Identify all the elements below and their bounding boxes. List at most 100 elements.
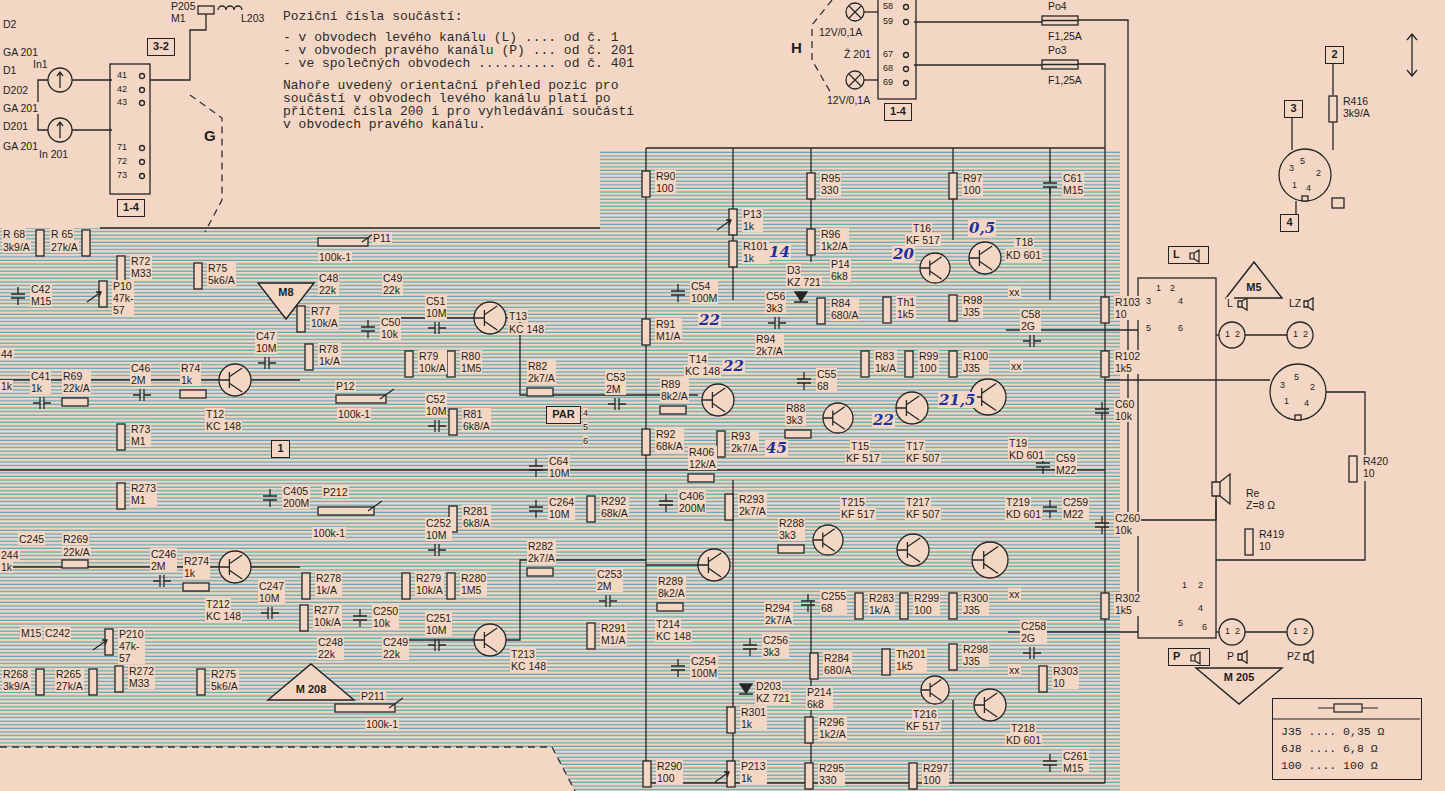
- capacitor-symbol: [1043, 176, 1057, 194]
- transistor-leads: [823, 407, 845, 430]
- resistor-symbol: [905, 351, 913, 377]
- part-label: D201: [2, 120, 29, 132]
- resistor-symbol: [62, 560, 88, 568]
- resistor-symbol: [909, 763, 917, 789]
- part-label: C49 22k: [382, 272, 403, 296]
- resistor-symbol: [807, 229, 815, 255]
- part-label: Th201 1k5: [895, 648, 927, 672]
- transistor-leads: [969, 246, 992, 270]
- pin-number: 68: [883, 63, 893, 73]
- capacitor-symbol: [1043, 754, 1057, 772]
- resistor-symbol: [805, 717, 813, 743]
- transistor-symbol: [897, 534, 929, 566]
- part-label: C246 2M: [150, 548, 177, 572]
- part-label: 244: [0, 549, 20, 561]
- part-label: C55 68: [816, 368, 837, 392]
- resistor-symbol: [1349, 456, 1357, 482]
- marker-triangle: M5: [1226, 262, 1282, 298]
- transistor-symbol: [974, 689, 1006, 721]
- part-label: T16: [912, 222, 932, 234]
- part-label: 100k-1: [337, 408, 371, 420]
- part-label: R79 10k/A: [418, 350, 447, 374]
- pin-number: 3: [1289, 163, 1294, 173]
- part-label: T219: [1005, 496, 1031, 508]
- meter-socket-symbol: [1332, 198, 1344, 208]
- lamp-cross: [849, 74, 861, 86]
- part-label: 44: [0, 348, 14, 360]
- triangle-outline: [268, 664, 354, 700]
- part-label: T15: [850, 440, 870, 452]
- part-label: D3: [786, 264, 801, 276]
- meter-symbol: [48, 68, 72, 92]
- resistor-symbol: [449, 409, 457, 435]
- wire: [1008, 631, 1138, 632]
- capacitor-symbol: [33, 397, 51, 409]
- part-label: R92 68k/A: [655, 428, 684, 452]
- transistor-leads: [813, 529, 835, 552]
- wiring: [0, 0, 1365, 791]
- part-label: C242: [44, 627, 71, 639]
- pin-number: 58: [883, 1, 893, 11]
- part-label: KF 507: [905, 452, 941, 464]
- capacitor-symbol: [743, 638, 757, 656]
- pin-number: 2: [1235, 329, 1240, 339]
- part-label: R292 68k/A: [600, 495, 629, 519]
- part-label: KF 517: [905, 234, 941, 246]
- speaker-symbol: [1212, 474, 1230, 504]
- terminal-box: 1-4: [884, 103, 912, 121]
- transistor-symbol: [823, 403, 853, 433]
- part-label: KZ 721: [755, 692, 791, 704]
- part-label: xx: [1008, 286, 1021, 298]
- part-label: D203: [755, 680, 782, 692]
- resistor-symbol: [949, 295, 957, 321]
- part-label: P10 47k-57: [112, 280, 134, 316]
- node-text: 2: [1331, 48, 1337, 61]
- capacitor-symbol: [11, 287, 25, 305]
- part-label: In 201: [38, 148, 69, 160]
- part-label: Ž 201: [843, 48, 872, 60]
- pin-dot: [904, 81, 909, 86]
- part-label: R300 J35: [962, 592, 989, 616]
- part-label: R284 680/A: [823, 652, 852, 676]
- din-socket-symbol: [1279, 149, 1331, 201]
- part-label: C258 2G: [1020, 620, 1047, 644]
- speaker-mini-symbol: [1190, 250, 1199, 262]
- terminal-box: 1: [271, 440, 290, 458]
- part-label: R94 2k7/A: [755, 333, 784, 357]
- part-label: Th1 1k5: [896, 296, 916, 320]
- part-label: R90 100: [655, 170, 676, 194]
- transistor-leads: [972, 547, 998, 574]
- part-label: R80 1M5: [460, 350, 482, 374]
- dashed-bracket: [190, 95, 222, 232]
- din-socket-symbol: [1270, 364, 1326, 420]
- resistor-symbol: [805, 763, 813, 789]
- capacitor-symbol: [258, 357, 276, 369]
- part-label: C256 3k3: [762, 634, 789, 658]
- pin-number: 3: [1146, 296, 1151, 306]
- pin-number: 59: [883, 16, 893, 26]
- wiper-arrow: [87, 292, 101, 302]
- fuse-symbol: [1042, 60, 1078, 69]
- part-label: R406 12k/A: [688, 446, 717, 470]
- resistor-symbol: [115, 666, 123, 692]
- marker-triangle: M 208: [268, 664, 354, 700]
- node-text: 100 .... 100 Ω: [1281, 757, 1378, 774]
- resistor-symbol: [785, 430, 811, 438]
- part-label: R 68: [2, 228, 26, 240]
- resistor-symbol: [949, 644, 957, 670]
- pin-number: 73: [117, 170, 127, 180]
- speaker-output-box: L: [1168, 246, 1209, 264]
- speaker-icon: [1169, 247, 1210, 265]
- handwritten-note: 22: [722, 358, 745, 374]
- part-label: F1,25A: [1047, 30, 1083, 42]
- part-label: KF 507: [905, 508, 941, 520]
- part-label: R295 330: [818, 762, 845, 786]
- pin-dot: [140, 146, 145, 151]
- part-label: R69 22k/A: [62, 370, 91, 394]
- resistor-symbol: [642, 429, 650, 455]
- part-label: P213 1k: [740, 760, 767, 784]
- handwritten-note: 45: [765, 440, 788, 456]
- resistor-symbol: [855, 593, 863, 619]
- group-letter: H: [790, 40, 803, 56]
